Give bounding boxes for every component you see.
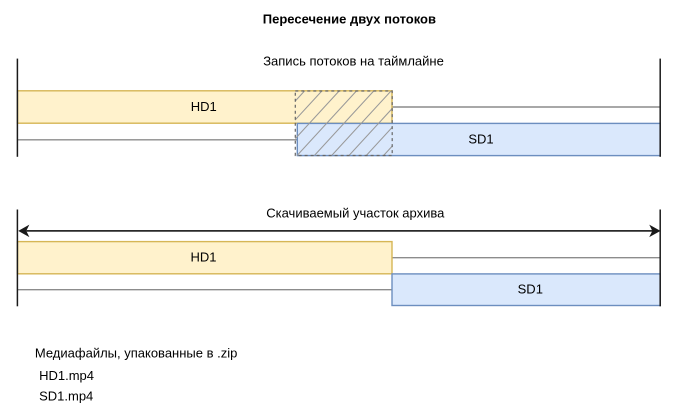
svg-text:HD1: HD1 [191, 99, 217, 114]
svg-text:Пересечение двух потоков: Пересечение двух потоков [263, 12, 436, 27]
svg-text:Запись потоков на таймлайне: Запись потоков на таймлайне [263, 54, 444, 69]
svg-text:HD1.mp4: HD1.mp4 [39, 368, 94, 383]
svg-text:SD1: SD1 [518, 282, 543, 297]
svg-text:Медиафайлы, упакованные в .zip: Медиафайлы, упакованные в .zip [35, 345, 237, 360]
svg-text:SD1: SD1 [468, 132, 493, 147]
svg-text:SD1.mp4: SD1.mp4 [39, 388, 93, 403]
svg-text:Скачиваемый участок архива: Скачиваемый участок архива [266, 205, 445, 220]
svg-text:HD1: HD1 [190, 250, 216, 265]
